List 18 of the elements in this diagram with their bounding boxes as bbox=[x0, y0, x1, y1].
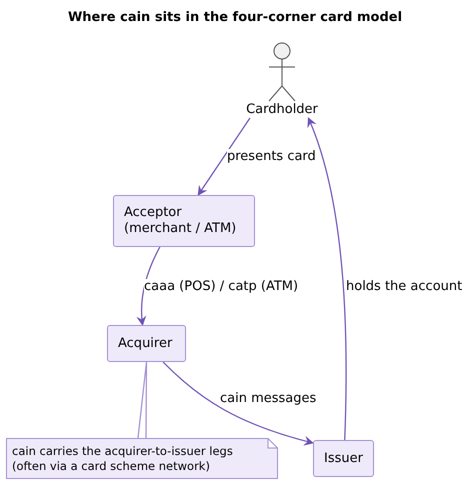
edge-label: caaa (POS) / catp (ATM) bbox=[144, 279, 298, 295]
arrow bbox=[198, 118, 250, 196]
edge-label: cain messages bbox=[220, 391, 316, 407]
box-label: Acquirer bbox=[118, 336, 172, 352]
note bbox=[6, 438, 278, 479]
process-box bbox=[107, 325, 186, 362]
process-box bbox=[313, 440, 374, 477]
actor-label: Cardholder bbox=[246, 102, 318, 118]
arrow bbox=[307, 117, 347, 440]
process-box bbox=[113, 195, 255, 247]
box-label: Acceptor (merchant / ATM) bbox=[124, 205, 238, 237]
box-label: Issuer bbox=[324, 450, 363, 466]
arrow bbox=[136, 246, 160, 326]
diagram-title: Where cain sits in the four-corner card model bbox=[68, 9, 402, 27]
leader-line bbox=[137, 361, 148, 439]
edge-label: presents card bbox=[227, 149, 316, 165]
note-text: cain carries the acquirer-to-issuer legs (often via a card scheme network) bbox=[12, 444, 234, 474]
arrow bbox=[162, 362, 314, 446]
